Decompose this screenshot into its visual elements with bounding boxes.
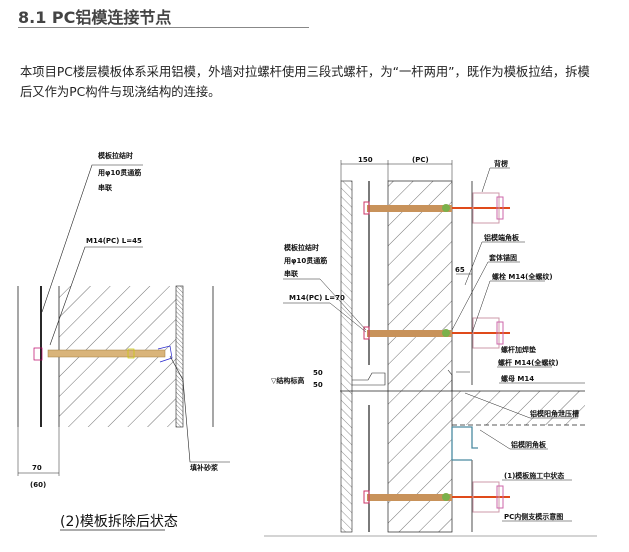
left-detail-drawing: 模板拉结时 用φ10贯通筋 串联 M14(PC) L=45 填补砂浆 70 (6… xyxy=(17,151,230,531)
dim-65: 65 xyxy=(455,266,465,274)
label-tie-3: 串联 xyxy=(98,183,113,192)
label-elevation: ▽结构标高 xyxy=(271,376,304,385)
caption-state: (1)模板施工中状态 xyxy=(504,471,564,480)
label-bolt: M14(PC) L=70 xyxy=(289,294,345,302)
dim-150: 150 xyxy=(358,156,373,164)
label-bolt-full: 螺栓 M14(全螺纹) xyxy=(492,272,553,281)
tie-bolts xyxy=(363,192,510,513)
dim-70: 70 xyxy=(32,464,42,472)
label-tie: 模板拉结时 xyxy=(284,243,319,252)
label-rod-full: 螺杆 M14(全螺纹) xyxy=(498,358,559,367)
outer-wall xyxy=(340,180,353,533)
label-nut: 螺母 M14 xyxy=(501,374,534,383)
title-divider xyxy=(18,27,309,28)
label-outer-corner: 铝模阳角泄压槽 xyxy=(530,409,579,418)
label-corner-plate: 铝模端角板 xyxy=(484,233,520,242)
label-mortar: 填补砂浆 xyxy=(190,463,219,472)
right-detail-drawing: 150 (PC) xyxy=(264,156,597,537)
dim-50-a: 50 xyxy=(313,369,323,377)
label-backing: 背楞 xyxy=(494,159,508,168)
inner-corner-plate xyxy=(451,426,478,461)
label-bolt: M14(PC) L=45 xyxy=(86,237,142,245)
dim-60: (60) xyxy=(30,481,46,489)
label-rod-weld: 螺杆加焊垫 xyxy=(501,345,536,354)
section-title: 8.1 PC铝模连接节点 xyxy=(18,8,172,27)
intro-paragraph: 本项目PC楼层模板体系采用铝模，外墙对拉螺杆使用三段式螺杆，为“一杆两用”，既作… xyxy=(20,62,620,102)
slab-hatch xyxy=(452,391,585,425)
label-tie-3: 串联 xyxy=(284,269,299,278)
label-tie-2: 用φ10贯通筋 xyxy=(98,168,141,177)
left-caption: (2)模板拆除后状态 xyxy=(60,514,178,530)
pc-panel-hatch xyxy=(175,285,184,428)
paragraph-line-2: 后又作为PC构件与现浇结构的连接。 xyxy=(20,85,221,99)
label-tie-2: 用φ10贯通筋 xyxy=(284,256,327,265)
dim-50-b: 50 xyxy=(313,381,323,389)
label-anchor: 套体锚固 xyxy=(489,253,517,262)
label-inner-corner: 铝模阴角板 xyxy=(511,440,547,449)
tie-bolt xyxy=(47,349,166,358)
dim-pc: (PC) xyxy=(412,156,429,164)
caption-diagram: PC内侧支模示意图 xyxy=(504,512,563,521)
label-tie: 模板拉结时 xyxy=(98,151,133,160)
paragraph-line-1: 本项目PC楼层模板体系采用铝模，外墙对拉螺杆使用三段式螺杆，为“一杆两用”，既作… xyxy=(20,65,590,79)
pc-concrete xyxy=(387,180,453,533)
